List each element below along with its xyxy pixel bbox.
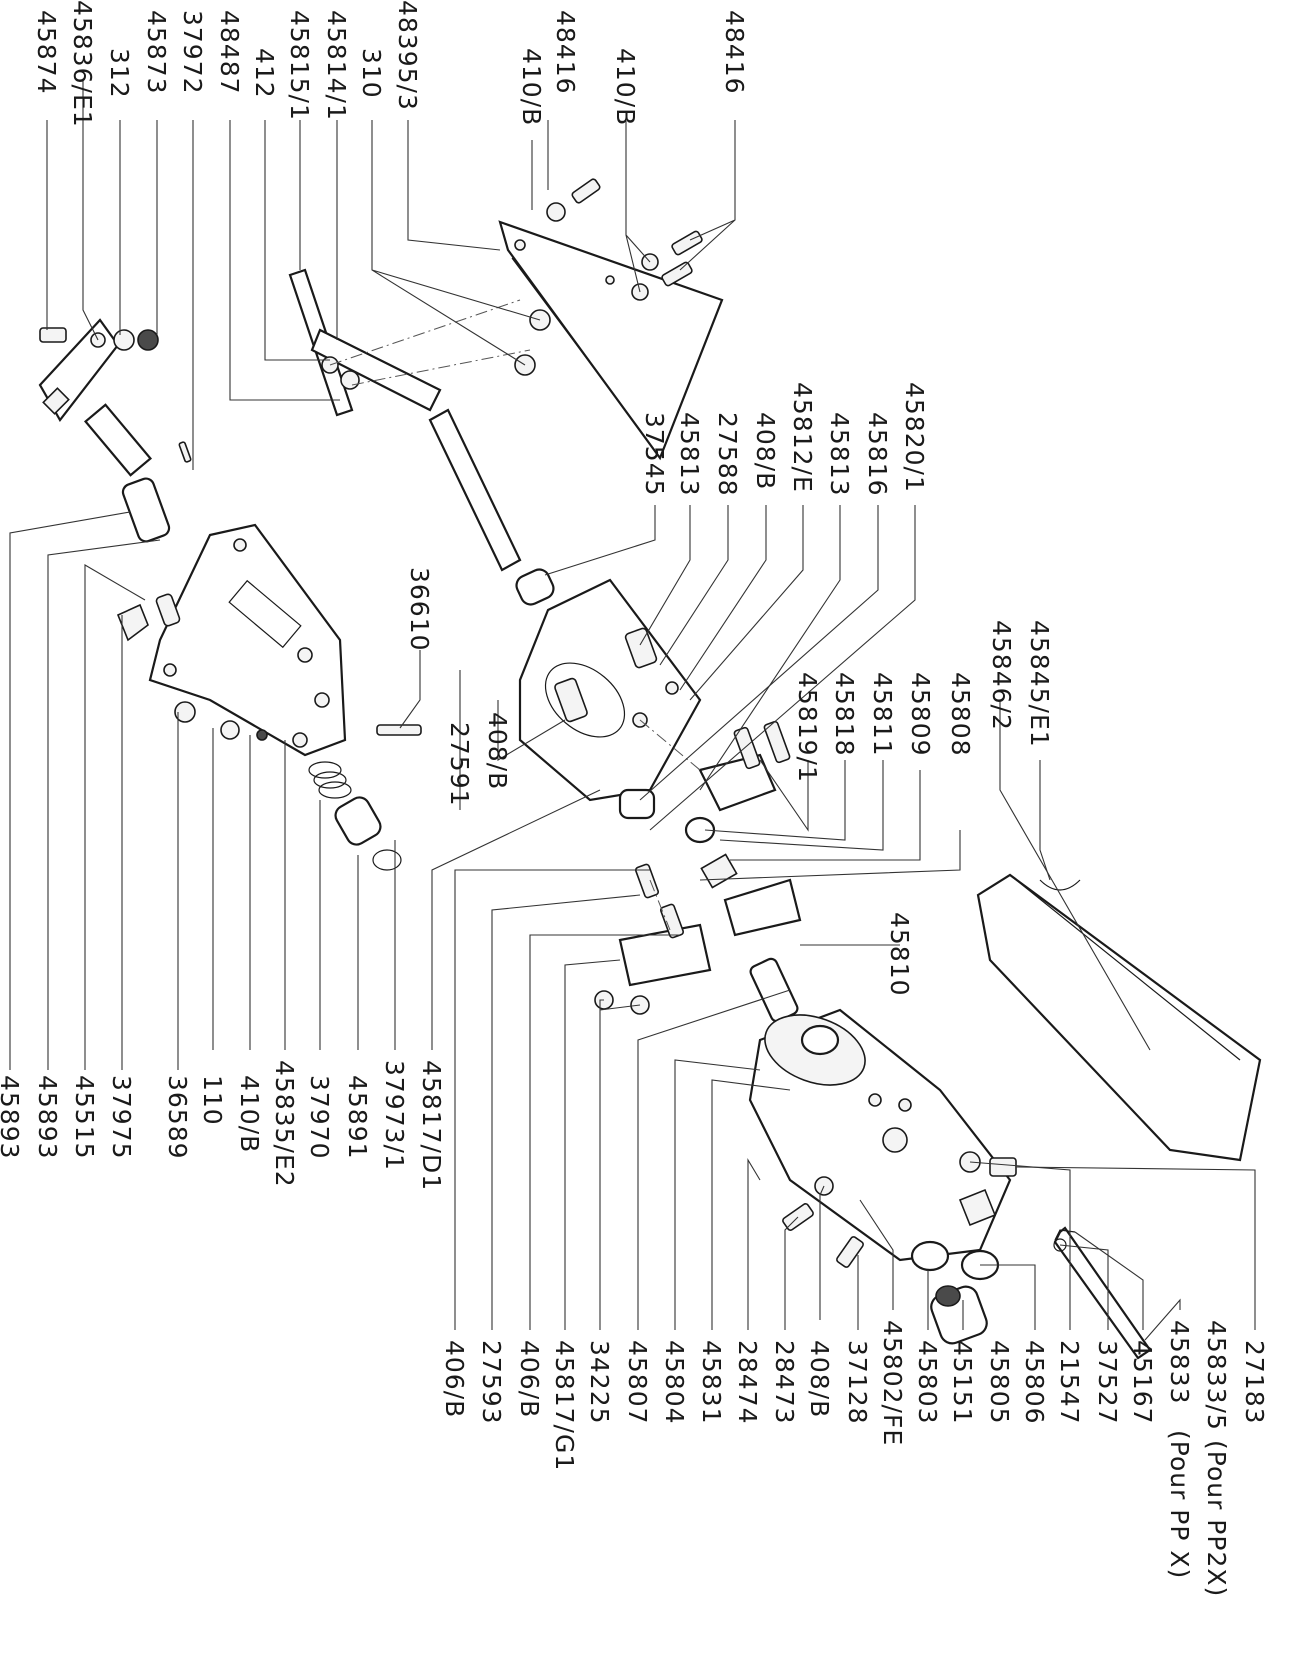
part-labels: 45874 45836/E1 312 45873 37972 48487 412… [0, 0, 1269, 1597]
label-310: 310 [357, 48, 386, 99]
part-gearbox-bolts [782, 1151, 1017, 1268]
label-45167: 45167 [1128, 1340, 1157, 1425]
label-45836-e1: 45836/E1 [68, 0, 97, 128]
label-406-b-b: 406/B [515, 1340, 544, 1418]
label-48416-a: 48416 [551, 10, 580, 95]
label-45808: 45808 [946, 672, 975, 757]
part-gearbox [748, 1008, 1012, 1262]
part-left-bracket [116, 441, 347, 757]
label-410-b-a: 410/B [517, 48, 546, 126]
label-48395-3: 48395/3 [393, 0, 422, 111]
label-45891: 45891 [343, 1075, 372, 1160]
label-45151: 45151 [948, 1340, 977, 1425]
label-406-b-a: 406/B [440, 1340, 469, 1418]
part-boot-housing [518, 578, 702, 820]
label-45893-a: 45893 [0, 1075, 24, 1160]
label-45812-e: 45812/E [788, 382, 817, 493]
label-408-b-a: 408/B [751, 412, 780, 490]
label-45819-1: 45819/1 [793, 672, 822, 783]
label-pour-ppx: (Pour PP X) [1165, 1430, 1194, 1579]
label-36589: 36589 [163, 1075, 192, 1160]
label-45845-e1: 45845/E1 [1025, 620, 1054, 748]
label-37970: 37970 [305, 1075, 334, 1160]
label-45846-2: 45846/2 [987, 620, 1016, 731]
label-21547: 21547 [1055, 1340, 1084, 1425]
part-guard-cover [976, 873, 1262, 1162]
part-lever-shaft [288, 268, 555, 606]
label-27183: 27183 [1240, 1340, 1269, 1425]
label-45815-1: 45815/1 [285, 10, 314, 121]
label-37973-1: 37973/1 [380, 1060, 409, 1171]
label-37527: 37527 [1093, 1340, 1122, 1425]
label-37545: 37545 [640, 412, 669, 497]
label-45833: 45833 [1165, 1320, 1194, 1405]
part-bolts-top [546, 178, 703, 287]
label-45806: 45806 [1020, 1340, 1049, 1425]
label-45817-g1: 45817/G1 [550, 1340, 579, 1471]
label-pour-pp2x: (Pour PP2X) [1202, 1440, 1231, 1597]
label-27591: 27591 [445, 722, 474, 807]
label-45515: 45515 [70, 1075, 99, 1160]
label-37972: 37972 [178, 10, 207, 95]
leader-lines [9, 80, 1256, 1341]
label-48487: 48487 [215, 10, 244, 95]
label-312: 312 [105, 48, 134, 99]
part-linkage-middle [594, 720, 802, 1023]
label-45802-fe: 45802/FE [878, 1320, 907, 1446]
label-45835-e2: 45835/E2 [270, 1060, 299, 1188]
label-45820-1: 45820/1 [900, 382, 929, 493]
label-45807: 45807 [623, 1340, 652, 1425]
label-110: 110 [198, 1075, 227, 1126]
label-28473: 28473 [770, 1340, 799, 1425]
label-45814-1: 45814/1 [322, 10, 351, 121]
part-hex-key [1053, 1226, 1152, 1360]
label-45813-a: 45813 [675, 412, 704, 497]
label-45831: 45831 [697, 1340, 726, 1425]
label-27588: 27588 [713, 412, 742, 497]
label-45874: 45874 [32, 10, 61, 95]
label-48416-b: 48416 [720, 10, 749, 95]
label-45893-b: 45893 [33, 1075, 62, 1160]
label-45817-d1: 45817/D1 [417, 1060, 446, 1191]
part-bearings [910, 1240, 1000, 1345]
label-45813-b: 45813 [825, 412, 854, 497]
label-27593: 27593 [477, 1340, 506, 1425]
label-45811: 45811 [868, 672, 897, 757]
parts [38, 178, 1262, 1360]
label-45803: 45803 [913, 1340, 942, 1425]
label-408-b-b2: 408/B [483, 712, 512, 790]
label-36610: 36610 [405, 567, 434, 652]
label-410-b-c: 410/B [235, 1075, 264, 1153]
label-45816: 45816 [863, 412, 892, 497]
label-408-b-c: 408/B [805, 1340, 834, 1418]
label-45809: 45809 [906, 672, 935, 757]
label-45873: 45873 [142, 10, 171, 95]
label-37975: 37975 [107, 1075, 136, 1160]
label-45818: 45818 [830, 672, 859, 757]
label-28474: 28474 [733, 1340, 762, 1425]
part-spring [308, 724, 422, 871]
label-45833-5: 45833/5 [1202, 1320, 1231, 1431]
label-412: 412 [250, 48, 279, 99]
label-45804: 45804 [660, 1340, 689, 1425]
label-45810: 45810 [885, 912, 914, 997]
center-lines [329, 299, 701, 931]
label-37128: 37128 [843, 1340, 872, 1425]
label-410-b-b: 410/B [611, 48, 640, 126]
part-pedal-mount [38, 318, 159, 477]
label-34225: 34225 [585, 1340, 614, 1425]
label-45805: 45805 [985, 1340, 1014, 1425]
